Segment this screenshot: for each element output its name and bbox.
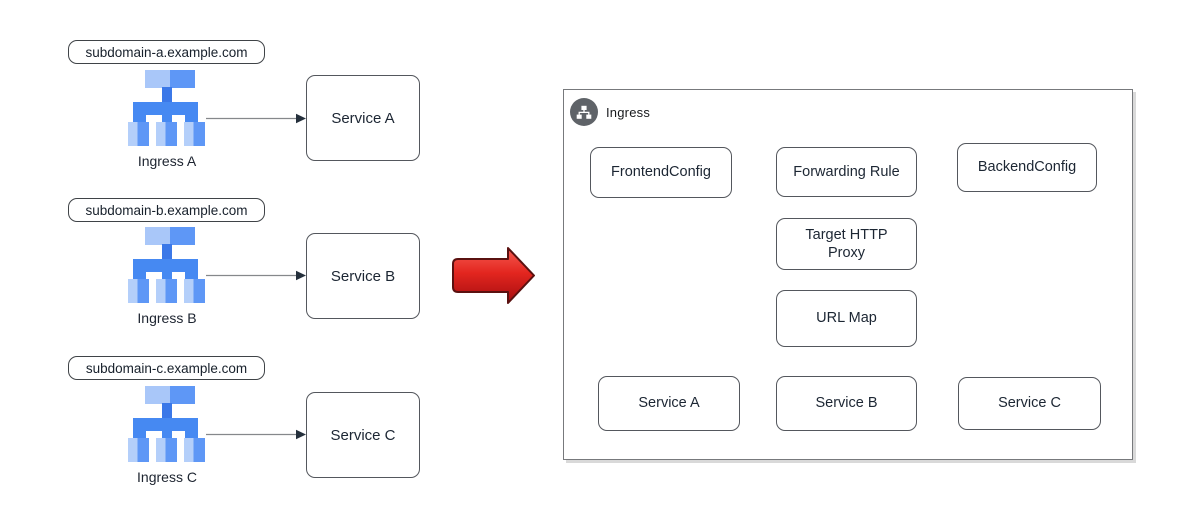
domain-label-c-text: subdomain-c.example.com — [85, 360, 248, 376]
domain-label-b: subdomain-b.example.com — [68, 198, 265, 222]
left-arrowheads — [296, 113, 306, 440]
service-a-panel-box: Service A — [598, 376, 740, 431]
ingress-icon-leg — [133, 430, 146, 441]
service-c-left-label: Service C — [330, 426, 396, 444]
ingress-icon-branch-bar — [133, 418, 198, 431]
ingress-icon-stem — [162, 244, 172, 260]
domain-label-b-text: subdomain-b.example.com — [85, 202, 248, 218]
ingress-icon-stem — [162, 403, 172, 419]
service-b-panel-box: Service B — [776, 376, 917, 431]
ingress-icon-top-node — [145, 70, 195, 88]
ingress-b-icon — [128, 227, 206, 303]
url-map-box: URL Map — [776, 290, 917, 347]
ingress-icon-leg — [133, 271, 146, 282]
service-b-panel-label: Service B — [815, 395, 878, 412]
target-http-proxy-label: Target HTTP Proxy — [805, 226, 888, 261]
service-c-panel-label: Service C — [998, 395, 1061, 412]
service-a-left-box: Service A — [306, 75, 420, 161]
ingress-a-caption: Ingress A — [137, 153, 197, 169]
backend-config-label: BackendConfig — [977, 159, 1077, 176]
ingress-icon-top-node — [145, 386, 195, 404]
target-http-proxy-box: Target HTTP Proxy — [776, 218, 917, 270]
ingress-icon-child-node — [156, 122, 177, 146]
forwarding-rule-label: Forwarding Rule — [793, 163, 900, 180]
forwarding-rule-box: Forwarding Rule — [776, 147, 917, 197]
ingress-icon-child-node — [128, 438, 149, 462]
hierarchy-icon — [576, 105, 592, 119]
ingress-panel-icon — [570, 98, 598, 126]
ingress-icon-branch-bar — [133, 102, 198, 115]
ingress-icon-stem — [162, 87, 172, 103]
url-map-label: URL Map — [816, 310, 877, 327]
ingress-icon-child-node — [156, 438, 177, 462]
ingress-icon-branch-bar — [133, 259, 198, 272]
ingress-a-icon — [128, 70, 206, 146]
ingress-icon-leg — [162, 271, 172, 282]
ingress-icon-leg — [185, 430, 198, 441]
ingress-icon-leg — [162, 430, 172, 441]
ingress-icon-child-node — [184, 279, 205, 303]
ingress-icon-leg — [162, 114, 172, 125]
frontend-config-box: FrontendConfig — [590, 147, 732, 198]
domain-label-a: subdomain-a.example.com — [68, 40, 265, 64]
ingress-icon-child-node — [156, 279, 177, 303]
service-c-panel-box: Service C — [958, 377, 1101, 430]
ingress-icon-leg — [133, 114, 146, 125]
service-a-left-label: Service A — [331, 109, 395, 127]
domain-label-c: subdomain-c.example.com — [68, 356, 265, 380]
frontend-config-label: FrontendConfig — [611, 164, 711, 181]
transform-arrow-icon — [452, 247, 535, 304]
service-b-left-label: Service B — [330, 267, 396, 285]
ingress-b-caption: Ingress B — [137, 310, 197, 326]
service-a-panel-label: Service A — [638, 395, 700, 412]
domain-label-a-text: subdomain-a.example.com — [85, 44, 248, 60]
ingress-icon-leg — [185, 114, 198, 125]
ingress-icon-child-node — [128, 122, 149, 146]
ingress-icon-child-node — [128, 279, 149, 303]
ingress-icon-leg — [185, 271, 198, 282]
ingress-icon-child-node — [184, 438, 205, 462]
service-c-left-box: Service C — [306, 392, 420, 478]
ingress-c-caption: Ingress C — [137, 469, 197, 485]
backend-config-box: BackendConfig — [957, 143, 1097, 192]
panel-title: Ingress — [606, 105, 651, 120]
service-b-left-box: Service B — [306, 233, 420, 319]
ingress-icon-top-node — [145, 227, 195, 245]
ingress-icon-child-node — [184, 122, 205, 146]
ingress-c-icon — [128, 386, 206, 462]
